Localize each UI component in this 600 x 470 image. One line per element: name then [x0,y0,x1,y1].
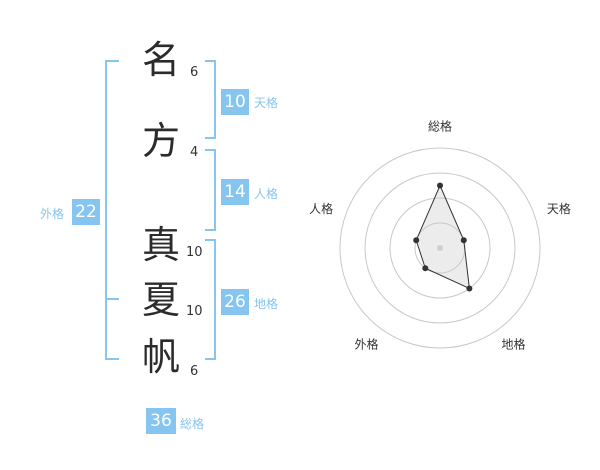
gaikaku-label: 外格 [40,207,65,221]
name-char-2: 方 [141,119,180,163]
radar-axis-label-1: 総格 [428,119,452,134]
chikaku-bracket [205,239,216,360]
chikaku-value-badge: 26 [221,289,249,315]
name-char-4: 夏 [141,278,180,322]
stroke-count-2: 4 [190,145,199,160]
soukaku-label: 総格 [180,417,205,431]
radar-ring-3 [364,172,516,324]
tenkaku-value-badge: 10 [221,89,249,115]
tenkaku-bracket [205,60,216,139]
tenkaku-label: 天格 [254,96,279,110]
radar-ring-2 [389,197,491,299]
radar-axis-label-2: 天格 [547,201,571,216]
soukaku-value-badge: 36 [146,408,176,434]
radar-polygon [415,184,470,290]
name-char-5: 帆 [141,335,180,379]
radar-axis-label-4: 外格 [355,337,379,352]
radar-point-3 [466,285,473,292]
jinkaku-bracket [205,149,216,231]
radar-center-dot [437,245,443,251]
gaikaku-bracket [105,60,119,360]
stroke-count-1: 6 [190,65,199,80]
radar-axis-label-3: 地格 [501,337,525,352]
chikaku-label: 地格 [254,297,279,311]
radar-point-1 [437,182,443,189]
gaikaku-bracket-divider [105,298,119,300]
jinkaku-value-badge: 14 [221,179,249,205]
radar-point-5 [413,237,420,244]
gaikaku-value-badge: 22 [72,199,100,225]
radar-ring-4 [339,147,541,349]
radar-axis-label-5: 人格 [309,201,333,216]
stroke-count-3: 10 [186,245,203,260]
name-char-1: 名 [141,38,180,82]
radar-point-4 [422,265,429,272]
stroke-count-5: 6 [190,364,199,379]
stroke-count-4: 10 [186,304,203,319]
jinkaku-label: 人格 [254,187,279,201]
name-char-3: 真 [141,223,180,267]
radar-point-2 [460,237,467,244]
